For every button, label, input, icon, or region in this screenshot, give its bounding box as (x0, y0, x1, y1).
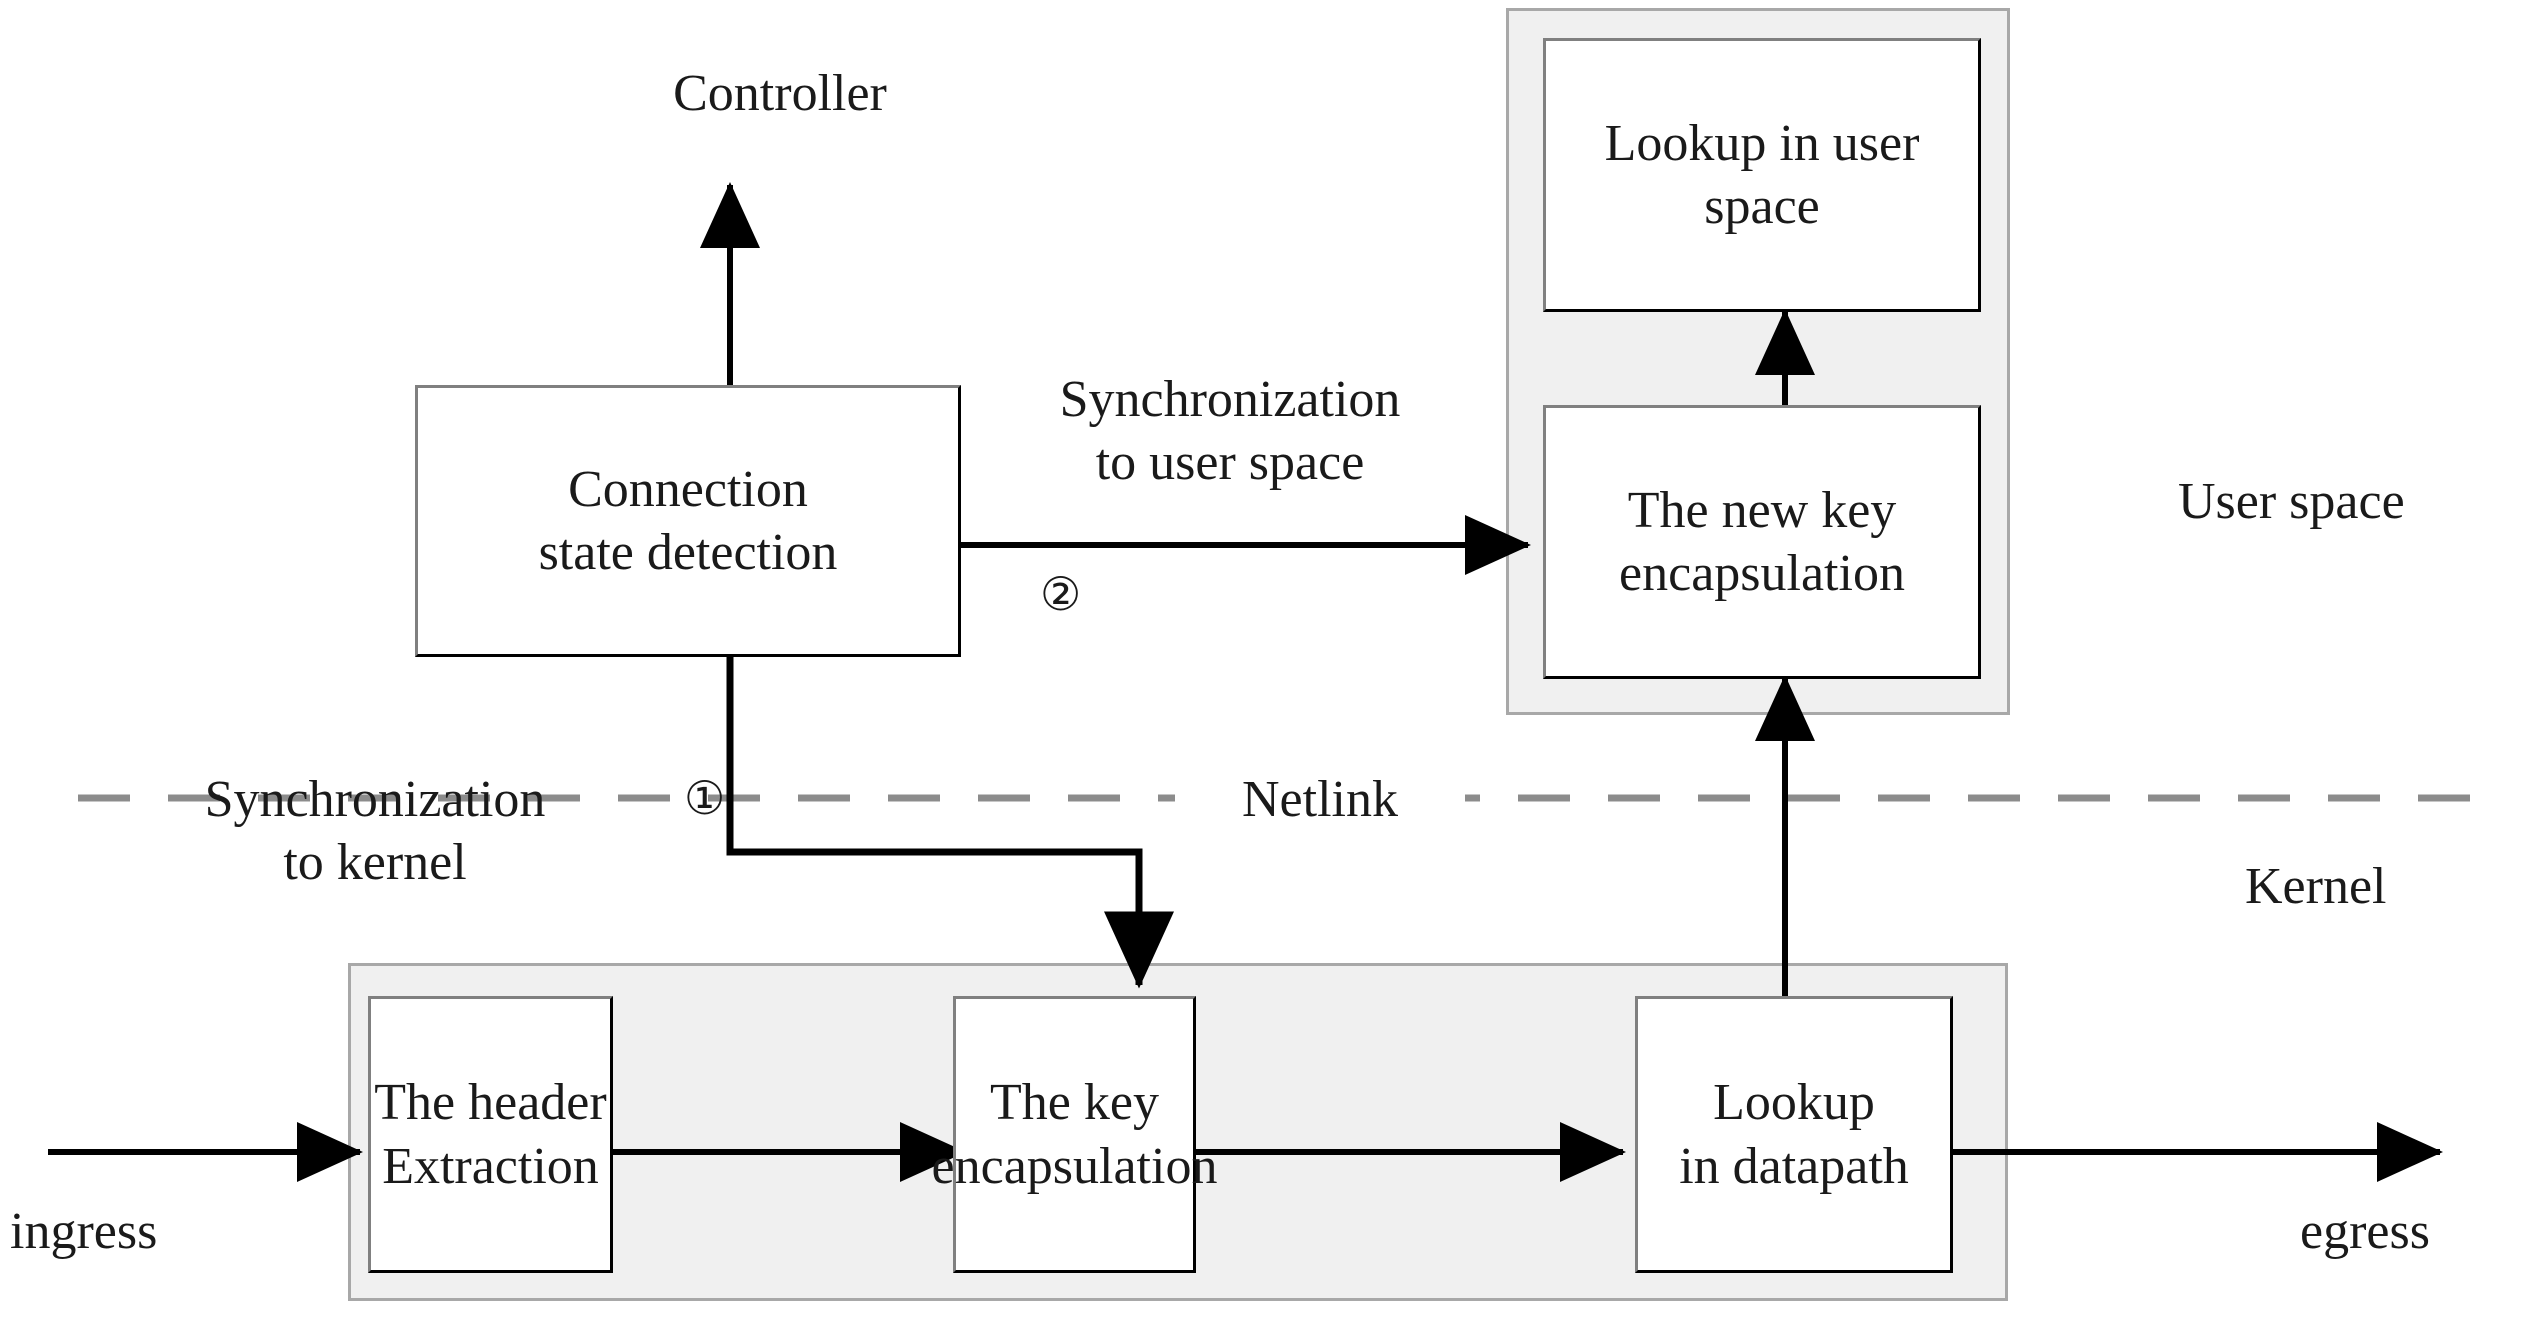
label-controller: Controller (673, 65, 887, 122)
box-header-extraction[interactable]: The header Extraction (368, 996, 613, 1273)
box-lookup-in-user-space[interactable]: Lookup in user space (1543, 38, 1981, 312)
marker-two: ② (1040, 569, 1082, 620)
label-ingress: ingress (10, 1203, 158, 1260)
box-new-key-encapsulation[interactable]: The new key encapsulation (1543, 405, 1981, 679)
marker-one: ① (684, 773, 726, 824)
label-egress: egress (2300, 1203, 2430, 1260)
label-sync-to-kernel: Synchronization to kernel (204, 771, 546, 892)
box-connection-state-detection[interactable]: Connection state detection (415, 385, 961, 657)
label-user-space: User space (2178, 473, 2405, 530)
label-kernel: Kernel (2245, 858, 2387, 915)
box-lookup-in-datapath[interactable]: Lookup in datapath (1635, 996, 1953, 1273)
edge-csd-to-key-encap (726, 656, 1174, 989)
label-netlink: Netlink (1175, 768, 1465, 832)
label-sync-to-user-space: Synchronization to user space (1059, 371, 1401, 492)
box-key-encapsulation[interactable]: The key encapsulation (932, 996, 1217, 1273)
